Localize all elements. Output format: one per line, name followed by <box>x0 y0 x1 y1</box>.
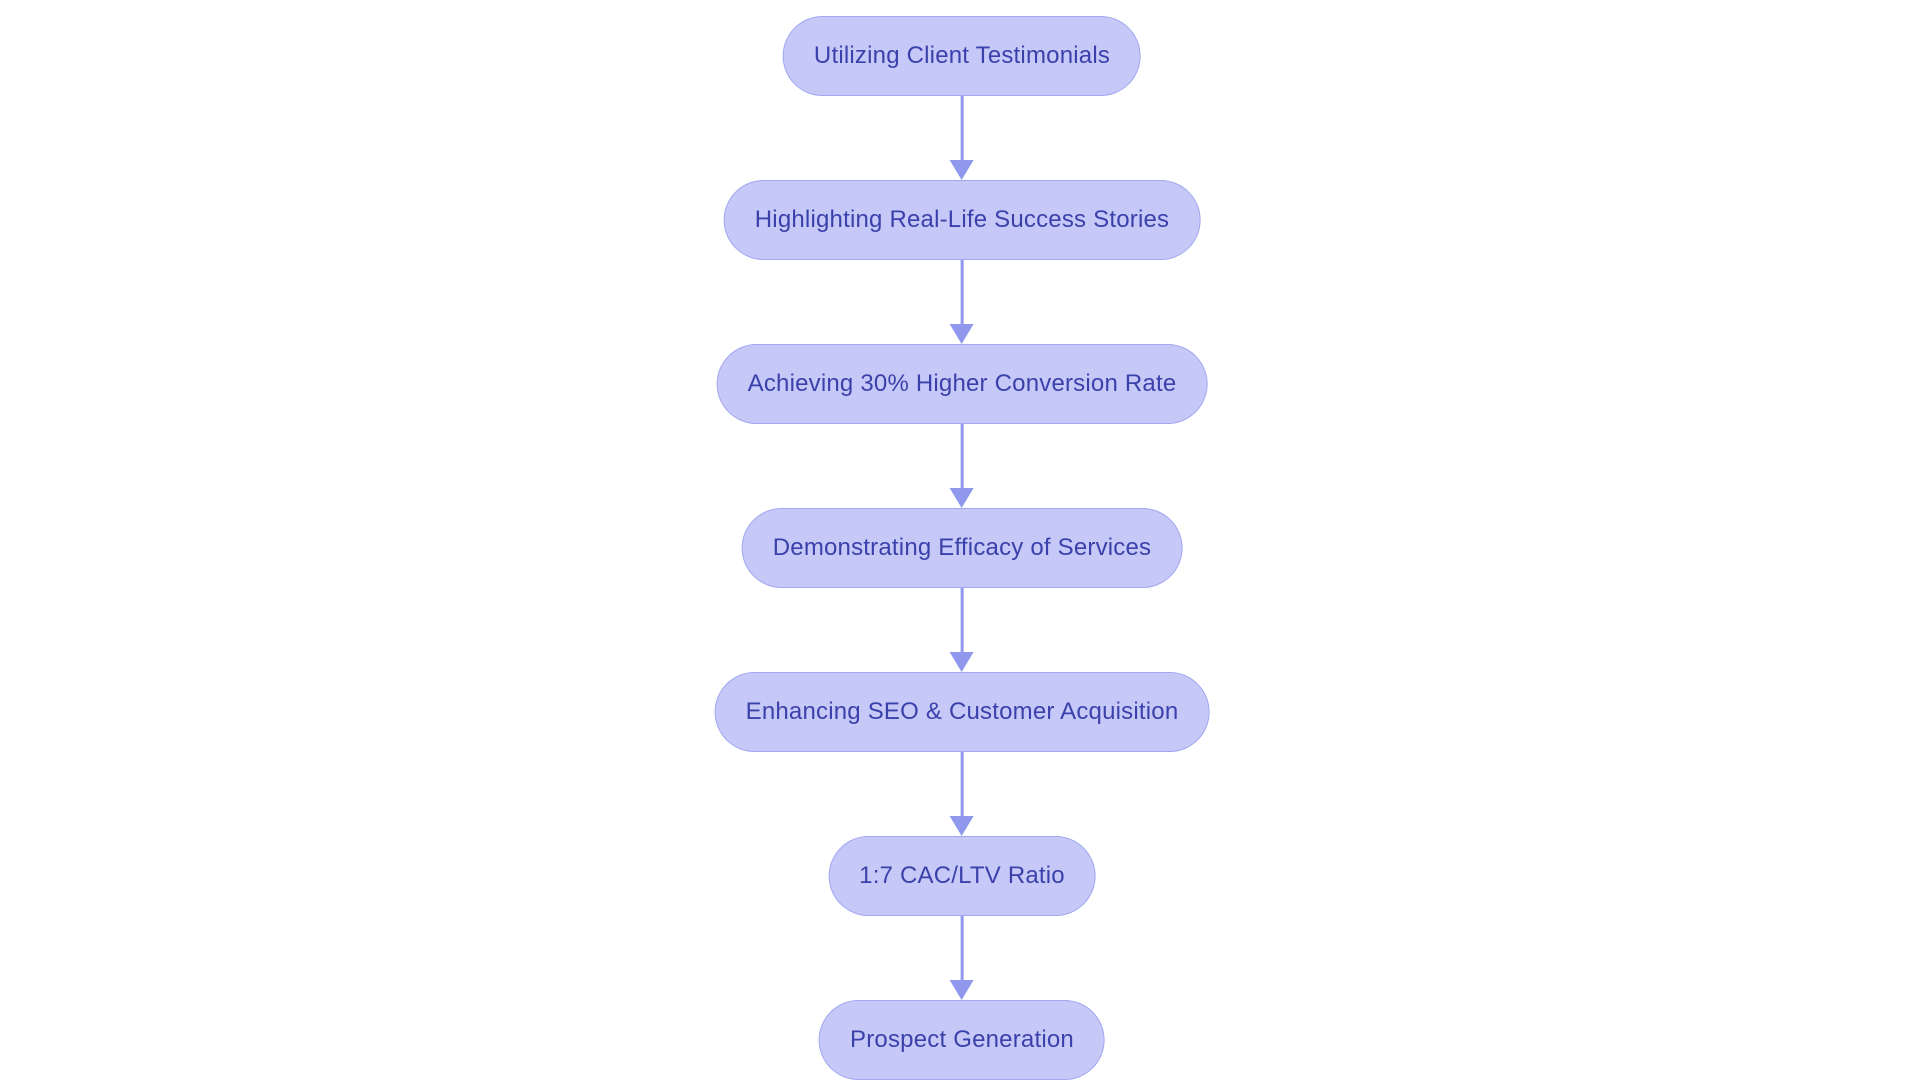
arrow-shaft <box>960 752 964 816</box>
flow-node-label: Enhancing SEO & Customer Acquisition <box>745 698 1179 725</box>
flow-node-efficacy-of-services: Demonstrating Efficacy of Services <box>741 508 1183 588</box>
flow-arrow <box>949 916 974 1000</box>
flow-node-seo-customer-acquisition: Enhancing SEO & Customer Acquisition <box>714 672 1210 752</box>
arrow-head-icon <box>949 816 974 836</box>
flow-node-label: Achieving 30% Higher Conversion Rate <box>747 370 1177 397</box>
flow-node-label: Prospect Generation <box>850 1026 1074 1053</box>
arrow-shaft <box>960 424 964 488</box>
flow-node-cac-ltv-ratio: 1:7 CAC/LTV Ratio <box>828 836 1096 916</box>
arrow-head-icon <box>949 160 974 180</box>
flow-node-label: Demonstrating Efficacy of Services <box>772 534 1152 561</box>
flow-node-success-stories: Highlighting Real-Life Success Stories <box>723 180 1201 260</box>
arrow-shaft <box>960 916 964 980</box>
arrow-shaft <box>960 260 964 324</box>
arrow-head-icon <box>949 652 974 672</box>
flow-node-label: Utilizing Client Testimonials <box>813 42 1111 69</box>
flow-arrow <box>949 424 974 508</box>
flow-arrow <box>949 588 974 672</box>
flowchart: Utilizing Client Testimonials Highlighti… <box>714 0 1210 1080</box>
flow-node-conversion-rate: Achieving 30% Higher Conversion Rate <box>716 344 1208 424</box>
arrow-head-icon <box>949 980 974 1000</box>
arrow-head-icon <box>949 324 974 344</box>
flow-node-client-testimonials: Utilizing Client Testimonials <box>782 16 1142 96</box>
arrow-shaft <box>960 96 964 160</box>
arrow-head-icon <box>949 488 974 508</box>
arrow-shaft <box>960 588 964 652</box>
flow-arrow <box>949 260 974 344</box>
flow-node-label: Highlighting Real-Life Success Stories <box>754 206 1170 233</box>
flow-node-label: 1:7 CAC/LTV Ratio <box>859 862 1065 889</box>
flow-arrow <box>949 96 974 180</box>
flow-arrow <box>949 752 974 836</box>
flow-node-prospect-generation: Prospect Generation <box>819 1000 1105 1080</box>
